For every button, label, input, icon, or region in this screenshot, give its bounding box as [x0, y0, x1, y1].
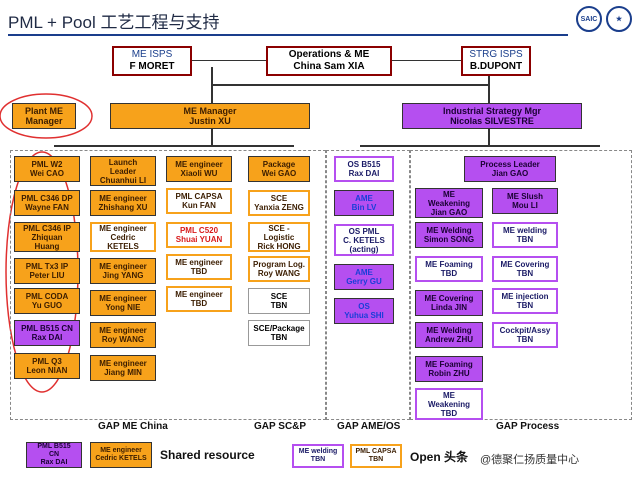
- connector-line: [160, 60, 268, 61]
- emblem-logo-icon: ★: [606, 6, 632, 32]
- watermark-text: @德聚仁扬质量中心: [480, 454, 580, 466]
- region-me-china: [10, 150, 326, 420]
- group-label-scp: GAP SC&P: [254, 421, 307, 432]
- page-title: PML + Pool 工艺工程与支持: [8, 13, 220, 32]
- connector-line: [360, 145, 600, 147]
- operations-me-box: Operations & ME China Sam XIA: [266, 46, 392, 76]
- program-log-box: Program Log.Roy WANG: [248, 256, 310, 282]
- group-label-ameos: GAP AME/OS: [337, 421, 401, 432]
- region-ame-os: [326, 150, 410, 420]
- connector-line: [488, 128, 490, 146]
- me-isps-box: ME ISPS F MORET: [112, 46, 192, 76]
- me-manager-box: ME Manager Justin XU: [110, 103, 310, 129]
- header-divider: [8, 34, 568, 36]
- industrial-strategy-box: Industrial Strategy Mgr Nicolas SILVESTR…: [402, 103, 582, 129]
- group-label-china: GAP ME China: [98, 421, 168, 432]
- plant-me-manager-box: Plant ME Manager: [12, 103, 76, 129]
- connector-line: [488, 67, 490, 103]
- legend-shared-resource: Shared resource: [160, 448, 255, 462]
- connector-line: [390, 60, 462, 61]
- group-label-process: GAP Process: [496, 421, 560, 432]
- ellipse-plant-me: [0, 93, 93, 139]
- saic-logo-icon: SAIC: [576, 6, 602, 32]
- connector-line: [211, 84, 489, 86]
- connector-line: [211, 128, 213, 146]
- strg-isps-box: STRG ISPS B.DUPONT: [461, 46, 531, 76]
- region-process: [410, 150, 632, 420]
- connector-line: [54, 145, 294, 147]
- legend-open: Open 头条: [410, 450, 469, 464]
